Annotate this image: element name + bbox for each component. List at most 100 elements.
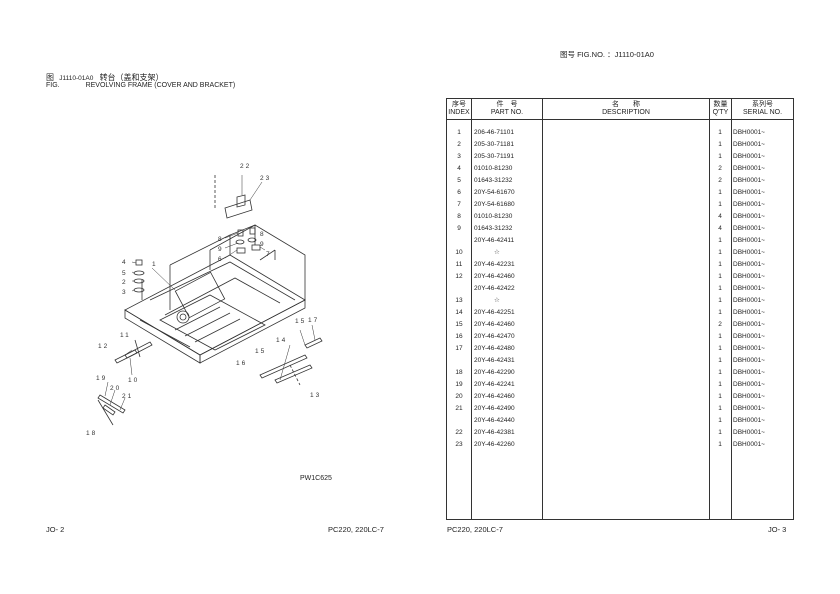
cell-serial: DBH0001~ bbox=[733, 237, 765, 244]
cell-part: 20Y-46-42490 bbox=[474, 405, 515, 412]
callout-leaders bbox=[104, 175, 316, 411]
callout-20: 20 bbox=[110, 385, 121, 392]
callout-2: 2 bbox=[122, 279, 126, 286]
callout-21: 21 bbox=[122, 393, 133, 400]
cell-part: 20Y-46-42431 bbox=[474, 357, 515, 364]
cell-serial: DBH0001~ bbox=[733, 441, 765, 448]
cell-serial: DBH0001~ bbox=[733, 189, 765, 196]
cell-qty: 1 bbox=[718, 369, 722, 376]
callout-17: 17 bbox=[308, 317, 319, 324]
figure-title-en: FIG. REVOLVING FRAME (COVER AND BRACKET) bbox=[46, 82, 235, 89]
cell-qty: 1 bbox=[718, 333, 722, 340]
cell-index: 9 bbox=[457, 225, 461, 232]
cell-qty: 2 bbox=[718, 177, 722, 184]
cell-serial: DBH0001~ bbox=[733, 357, 765, 364]
bolt-washer-stack-left bbox=[133, 259, 145, 293]
callout-14: 14 bbox=[276, 337, 287, 344]
cell-qty: 1 bbox=[718, 237, 722, 244]
cell-serial: DBH0001~ bbox=[733, 141, 765, 148]
cell-part: 20Y-46-42460 bbox=[474, 273, 515, 280]
cell-serial: DBH0001~ bbox=[733, 225, 765, 232]
table-row: 10☆盖COVER1DBH0001~ bbox=[447, 247, 793, 259]
cell-part: 20Y-46-42480 bbox=[474, 345, 515, 352]
col-divider bbox=[709, 99, 710, 519]
cell-part: 20Y-46-42231 bbox=[474, 261, 515, 268]
cell-qty: 1 bbox=[718, 273, 722, 280]
cell-qty: 1 bbox=[718, 153, 722, 160]
cell-qty: 1 bbox=[718, 393, 722, 400]
header-index: 序号 INDEX bbox=[447, 101, 471, 117]
cell-qty: 1 bbox=[718, 129, 722, 136]
callout-19: 19 bbox=[96, 375, 107, 382]
cell-qty: 1 bbox=[718, 405, 722, 412]
cell-part: 20Y-46-42251 bbox=[474, 309, 515, 316]
cell-qty: 1 bbox=[718, 309, 722, 316]
cell-index: 18 bbox=[455, 369, 463, 376]
star-icon: ☆ bbox=[494, 249, 500, 256]
cell-qty: 1 bbox=[718, 261, 722, 268]
header-divider bbox=[447, 119, 793, 120]
cell-qty: 1 bbox=[718, 297, 722, 304]
cell-qty: 2 bbox=[718, 321, 722, 328]
cell-part: 01643-31232 bbox=[474, 177, 513, 184]
header-index-en: INDEX bbox=[448, 109, 470, 116]
cell-part: 20Y-46-42381 bbox=[474, 429, 515, 436]
callout-4: 4 bbox=[122, 259, 126, 266]
cell-serial: DBH0001~ bbox=[733, 297, 765, 304]
cell-serial: DBH0001~ bbox=[733, 333, 765, 340]
cell-qty: 4 bbox=[718, 213, 722, 220]
cell-part: 01643-31232 bbox=[474, 225, 513, 232]
col-divider bbox=[542, 99, 543, 519]
page-number-right: JO- 3 bbox=[768, 525, 787, 534]
callout-18: 18 bbox=[86, 430, 97, 437]
cell-index: 19 bbox=[455, 381, 463, 388]
cell-qty: 1 bbox=[718, 189, 722, 196]
header-desc: 名 称 DESCRIPTION bbox=[543, 101, 709, 117]
callout-9: 9 bbox=[218, 246, 222, 253]
table-row: 13☆盖COVER1DBH0001~ bbox=[447, 295, 793, 307]
callout-11: 11 bbox=[120, 332, 131, 339]
header-part: 件 号 PART NO. bbox=[472, 101, 542, 117]
cell-serial: DBH0001~ bbox=[733, 273, 765, 280]
page-number-left: JO- 2 bbox=[46, 525, 65, 534]
header-part-en: PART NO. bbox=[490, 109, 524, 116]
col-divider bbox=[731, 99, 732, 519]
cell-index: 8 bbox=[457, 213, 461, 220]
table-row: 20Y-46-42422盖COVER1DBH0001~ bbox=[447, 283, 793, 295]
cell-serial: DBH0001~ bbox=[733, 177, 765, 184]
star-icon: ☆ bbox=[494, 297, 500, 304]
cell-qty: 1 bbox=[718, 381, 722, 388]
callout-labels: 1 5 2 3 4 8 9 6 7 8 9 22 23 12 11 10 15 … bbox=[86, 163, 319, 437]
cell-index: 6 bbox=[457, 189, 461, 196]
header-desc-en: DESCRIPTION bbox=[602, 109, 650, 116]
cell-serial: DBH0001~ bbox=[733, 165, 765, 172]
cell-index: 4 bbox=[457, 165, 461, 172]
header-qty: 数量 Q'TY bbox=[710, 101, 731, 117]
header-serial-cn: 系列号 bbox=[752, 101, 773, 108]
cell-part: 20Y-46-42460 bbox=[474, 321, 515, 328]
covers-22-23 bbox=[214, 175, 253, 219]
fig-number-right: 图号 FIG.NO. ：J1110-01A0 bbox=[560, 50, 654, 59]
cell-index: 10 bbox=[455, 249, 463, 256]
cell-qty: 1 bbox=[718, 345, 722, 352]
header-qty-en: Q'TY bbox=[712, 109, 729, 116]
cell-part: 20Y-46-42290 bbox=[474, 369, 515, 376]
col-divider bbox=[471, 99, 472, 519]
cell-serial: DBH0001~ bbox=[733, 405, 765, 412]
callout-12: 12 bbox=[98, 343, 109, 350]
title-cn: 转台（盖和支架） bbox=[99, 73, 164, 82]
cell-qty: 1 bbox=[718, 429, 722, 436]
cell-part: 205-30-71191 bbox=[474, 153, 514, 160]
